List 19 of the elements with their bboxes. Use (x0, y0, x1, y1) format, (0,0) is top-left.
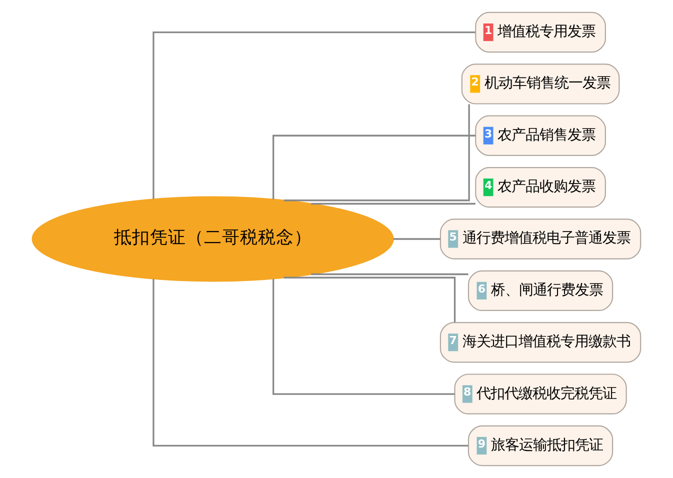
connector (311, 273, 468, 276)
node-box: 7 海关进口增值税专用缴款书 (440, 322, 642, 363)
node-box: 2 机动车销售统一发票 (461, 64, 620, 104)
node-box: 1 增值税专用发票 (475, 12, 606, 53)
connector (152, 278, 468, 447)
node-box: 5 通行费增值税电子普通发票 (440, 218, 642, 260)
node-box: 8 代扣代缴税收完税凭证 (454, 374, 627, 414)
connector (284, 276, 456, 322)
connector (311, 202, 476, 205)
connector (393, 238, 440, 240)
node-ellipse: 抵扣凭证（二哥税税念） (32, 196, 394, 282)
node-box: 6 桥、闸通行费发票 (468, 270, 614, 312)
node-box: 9 旅客运输抵扣凭证 (468, 425, 614, 466)
connector (272, 278, 454, 395)
node-box: 4 农产品收购发票 (475, 166, 606, 208)
connector (284, 104, 470, 202)
connector (152, 31, 476, 200)
connector (272, 134, 476, 200)
node-box: 3 农产品销售发票 (475, 115, 606, 156)
